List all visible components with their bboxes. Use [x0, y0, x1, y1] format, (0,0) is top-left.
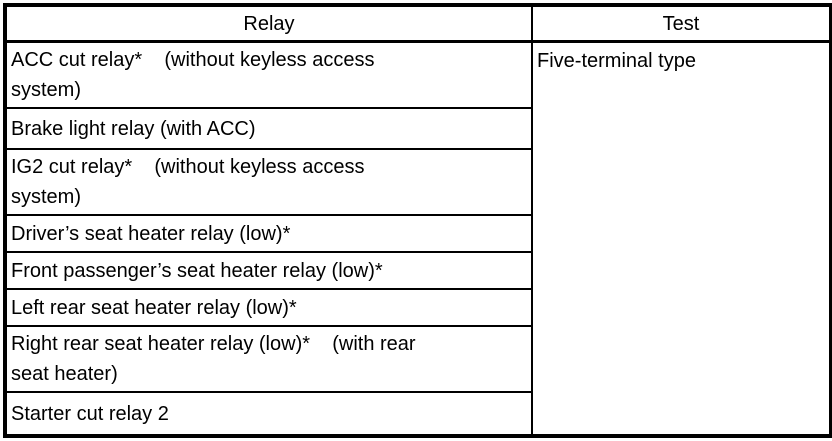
relay-cell-ig2-cut-relay: IG2 cut relay* (without keyless access s… — [4, 148, 533, 216]
table-row: Brake light relay (with ACC) — [4, 107, 831, 150]
relay-cell-brake-light-relay: Brake light relay (with ACC) — [4, 107, 533, 150]
relay-cell-starter-cut-relay-2: Starter cut relay 2 — [4, 391, 533, 437]
table-row: Driver’s seat heater relay (low)* — [4, 214, 831, 253]
relay-cell-acc-cut-relay: ACC cut relay* (without keyless access s… — [4, 40, 533, 109]
table-header-row: Relay Test — [4, 4, 832, 43]
table-row: Front passenger’s seat heater relay (low… — [4, 251, 831, 290]
relay-cell-right-rear-seat-heater-relay: Right rear seat heater relay (low)* (wit… — [4, 325, 533, 393]
table-row: IG2 cut relay* (without keyless access s… — [4, 148, 831, 216]
test-cell-five-terminal-type: Five-terminal type — [531, 40, 832, 437]
column-header-test: Test — [531, 4, 832, 43]
relay-test-table: Relay Test ACC cut relay* (without keyle… — [3, 3, 832, 438]
relay-cell-driver-seat-heater-relay: Driver’s seat heater relay (low)* — [4, 214, 533, 253]
column-header-relay: Relay — [4, 4, 533, 43]
relay-cell-front-passenger-seat-heater-relay: Front passenger’s seat heater relay (low… — [4, 251, 533, 290]
table-row: ACC cut relay* (without keyless access s… — [4, 40, 832, 437]
table-row: Right rear seat heater relay (low)* (wit… — [4, 325, 831, 393]
relay-cell-left-rear-seat-heater-relay: Left rear seat heater relay (low)* — [4, 288, 533, 327]
table-row: Left rear seat heater relay (low)* — [4, 288, 831, 327]
